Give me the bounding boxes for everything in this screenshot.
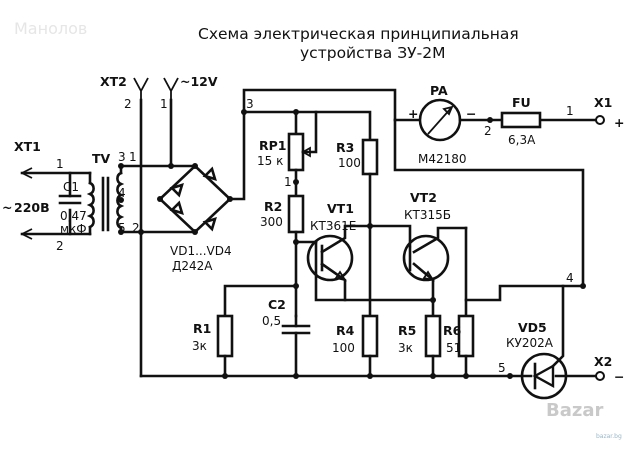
mains-input: XT1 1 2 ~ 220В C1 0,47 мкФ [2, 139, 92, 253]
fuse-fu [500, 111, 542, 129]
r4-value: 100 [332, 341, 355, 355]
x2-label: X2 [594, 354, 612, 369]
xt2-pin2: 2 [124, 97, 132, 111]
resistor-r3 [361, 138, 379, 176]
node1-rp: 1 [284, 175, 292, 189]
node1-a: 1 [129, 150, 137, 164]
node1-x1: 1 [566, 104, 574, 118]
r5-label: R5 [398, 323, 416, 338]
x2-sign: − [614, 369, 624, 384]
vt1-label: VT1 [327, 201, 354, 216]
c1-unit: мкФ [60, 222, 87, 236]
vt2-type: КТ315Б [404, 208, 451, 222]
ammeter-pa: PA + − М42180 [393, 83, 476, 166]
mains-tilde: ~ [2, 200, 12, 215]
bazar-logo-text: Bazar [546, 400, 603, 421]
r5-value: 3к [398, 341, 413, 355]
bazar-logo: Bazar bazar.bg [546, 400, 622, 440]
r1-label: R1 [193, 321, 211, 336]
r3-label: R3 [336, 140, 354, 155]
transformer-tv: TV 3 4 5 [86, 150, 126, 236]
transistor-vt1: VT1 КТ361Е [294, 201, 372, 302]
vt1-type: КТ361Е [310, 219, 356, 233]
r6-value: 51 [446, 341, 461, 355]
fu-label: FU [512, 95, 531, 110]
c1-label: C1 [63, 180, 79, 194]
bridge-type: Д242А [172, 259, 213, 273]
x2-terminal [595, 371, 605, 381]
r1-value: 3к [192, 339, 207, 353]
vd5-label: VD5 [518, 320, 547, 335]
resistor-r2 [287, 194, 305, 234]
tv-pin5: 5 [118, 221, 126, 235]
bridge-rectifier: VD1...VD4 Д242А [157, 163, 233, 273]
mains-voltage: 220В [14, 200, 50, 215]
xt2-connector: XT2 ~12V 2 1 1 2 [100, 74, 218, 378]
pa-minus: − [466, 106, 476, 121]
node5: 5 [498, 361, 506, 375]
pa-plus: + [408, 106, 418, 121]
tv-label: TV [92, 151, 111, 166]
resistor-r1 [216, 314, 234, 358]
tv-pin3: 3 [118, 150, 126, 164]
x1-terminal [595, 115, 605, 125]
c2-value: 0,5 [262, 314, 281, 328]
vt2-label: VT2 [410, 190, 437, 205]
xt2-pin1: 1 [160, 97, 168, 111]
bazar-site: bazar.bg [596, 433, 622, 440]
r3-value: 100 [338, 156, 361, 170]
r2-value: 300 [260, 215, 283, 229]
vd5-type: КУ202А [506, 336, 554, 350]
rp1-value: 15 к [257, 154, 283, 168]
c1-value: 0,47 [60, 209, 87, 223]
transistor-vt2: VT2 КТ315Б [368, 190, 468, 318]
xt2-label: XT2 [100, 74, 127, 89]
node3-rail: 3 [246, 97, 254, 111]
xt1-pin1: 1 [56, 157, 64, 171]
thyristor-vd5: VD5 КУ202А [506, 284, 598, 400]
xt1-pin2: 2 [56, 239, 64, 253]
c2-label: C2 [268, 297, 286, 312]
resistor-r5 [424, 314, 442, 358]
tv-pin4: 4 [118, 186, 126, 200]
r4-label: R4 [336, 323, 355, 338]
rp1-label: RP1 [259, 138, 286, 153]
node2-fu: 2 [484, 124, 492, 138]
title-line2: устройства ЗУ-2М [300, 44, 445, 62]
r2-label: R2 [264, 199, 282, 214]
x1-sign: + [614, 115, 624, 130]
watermark-text: Манолов [14, 19, 87, 38]
pa-label: PA [430, 83, 448, 98]
x1-label: X1 [594, 95, 612, 110]
bridge-label: VD1...VD4 [170, 244, 232, 258]
pa-type: М42180 [418, 152, 467, 166]
ac12-label: ~12V [180, 74, 218, 89]
resistor-r4 [361, 314, 379, 358]
title-line1: Схема электрическая принципиальная [198, 25, 519, 43]
node4: 4 [566, 271, 574, 285]
potentiometer-rp1: RP1 15 к 1 [257, 110, 318, 198]
node2-a: 2 [132, 221, 140, 235]
xt1-label: XT1 [14, 139, 41, 154]
r6-label: R6 [443, 323, 462, 338]
fu-value: 6,3А [508, 133, 536, 147]
